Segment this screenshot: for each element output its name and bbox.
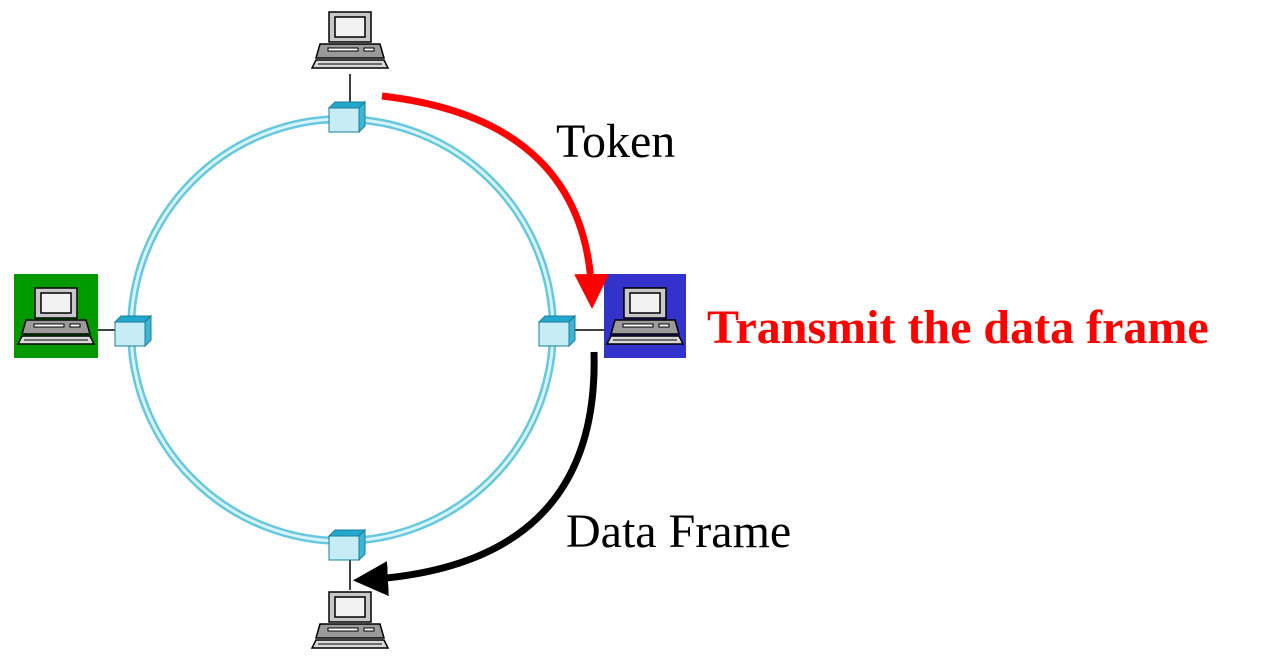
computer-icon	[311, 591, 389, 649]
data-frame-arrow-icon	[353, 351, 598, 597]
hub-icon	[328, 529, 366, 561]
hub-icon	[538, 315, 576, 347]
data-frame-label: Data Frame	[566, 505, 792, 558]
hub-icon	[114, 315, 152, 347]
token-arrow-icon	[381, 92, 610, 309]
hub-icon	[328, 101, 366, 133]
computer-icon	[311, 11, 389, 69]
transmit-label: Transmit the data frame	[707, 301, 1209, 354]
token-label: Token	[556, 115, 676, 168]
ring-cable	[127, 115, 557, 545]
